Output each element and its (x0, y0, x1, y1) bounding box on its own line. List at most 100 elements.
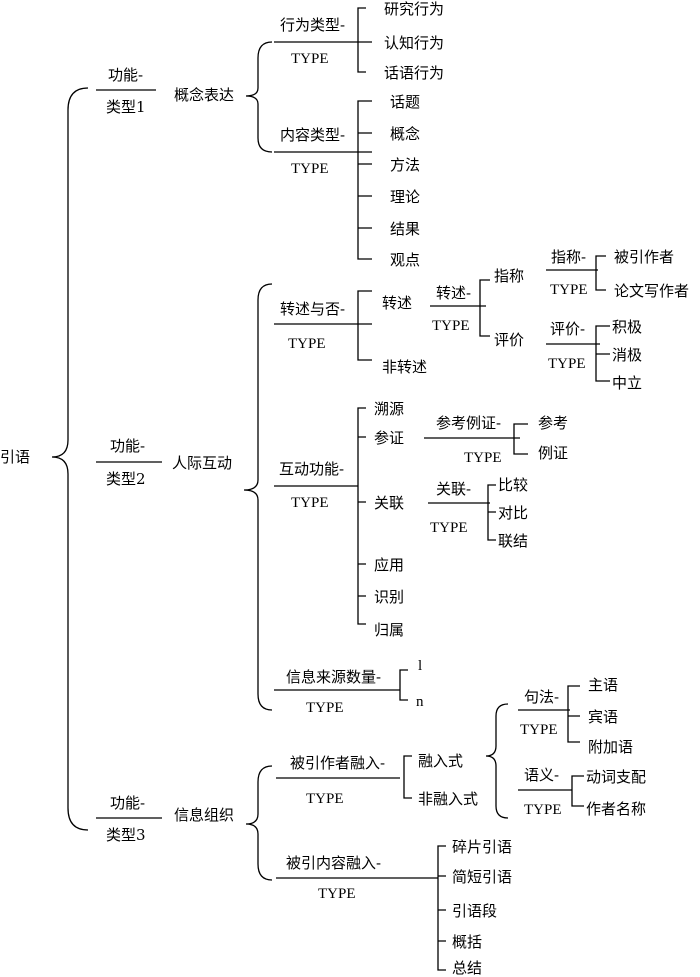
c1-content-item-5: 结果 (390, 220, 420, 238)
c2-refer-type: TYPE (550, 282, 588, 298)
c2-refex-bracket (513, 423, 528, 455)
c2-interact-item-3: 关联 (374, 494, 404, 512)
c2-report-sub-upper: 转述- (436, 284, 471, 302)
c2-report-yes: 转述 (382, 294, 412, 312)
c2-refex-item-1: 参考 (538, 414, 568, 432)
c3-author-item-1: 融入式 (418, 752, 463, 770)
c1-behavior-type: TYPE (291, 51, 329, 67)
c3-author-bracket (403, 755, 412, 799)
c3-semantic-item-2: 作者名称 (586, 800, 646, 818)
c1-content-item-1: 话题 (390, 93, 420, 111)
c3-content-item-2: 简短引语 (452, 868, 512, 886)
c2-refex-type: TYPE (464, 450, 502, 466)
c2-lower: 类型2 (106, 470, 146, 488)
c2-relate-item-1: 比较 (498, 476, 528, 494)
c1-brace (245, 41, 273, 153)
c2-report-sub-evaluate: 评价 (494, 331, 524, 349)
c2-eval-bracket (595, 325, 610, 382)
c1-content-item-3: 方法 (390, 156, 420, 174)
c2-eval-type: TYPE (548, 356, 586, 372)
c2-report-sub-type: TYPE (432, 318, 470, 334)
c2-refer-bracket (595, 255, 606, 291)
c2-relate-bracket (487, 484, 496, 541)
c3-content-type: TYPE (318, 886, 356, 902)
c2-report-upper: 转述与否- (280, 300, 345, 318)
c2-refer-item-1: 被引作者 (614, 248, 674, 266)
c1-content-bracket (357, 100, 372, 260)
c3-content-item-3: 引语段 (452, 902, 497, 920)
c2-relate-item-2: 对比 (498, 504, 528, 522)
c2-report-bracket (357, 290, 372, 361)
c2-interact-item-1: 溯源 (374, 400, 404, 418)
c2-eval-upper: 评价- (550, 320, 585, 338)
c2-relate-type: TYPE (430, 520, 468, 536)
c1-content-item-2: 概念 (390, 125, 420, 143)
root-brace (51, 87, 89, 831)
c2-report-type: TYPE (288, 336, 326, 352)
c1-content-item-6: 观点 (390, 251, 420, 269)
c3-content-bracket (437, 845, 446, 971)
c1-content-item-4: 理论 (390, 188, 420, 206)
c3-upper: 功能- (110, 794, 145, 812)
c2-brace (243, 283, 273, 711)
c2-refex-upper: 参考例证- (436, 414, 501, 432)
c2-interact-type: TYPE (291, 495, 329, 511)
root-label: 引语 (0, 448, 30, 466)
c3-semantic-item-1: 动词支配 (586, 768, 646, 786)
c3-syntax-type: TYPE (520, 722, 558, 738)
c2-relate-upper: 关联- (436, 480, 471, 498)
c2-upper: 功能- (110, 437, 145, 455)
c1-upper: 功能- (108, 66, 143, 84)
c2-eval-item-3: 中立 (612, 374, 642, 392)
c3-syntax-upper: 句法- (524, 688, 559, 706)
c1-content-type: TYPE (291, 161, 329, 177)
c2-refex-item-2: 例证 (538, 444, 568, 462)
c1-name: 概念表达 (174, 86, 234, 104)
c3-content-item-1: 碎片引语 (452, 838, 512, 856)
c2-relate-item-3: 联结 (498, 532, 528, 550)
c2-eval-item-1: 积极 (612, 318, 642, 336)
c3-syntax-item-2: 宾语 (588, 708, 618, 726)
c2-source-bracket (399, 669, 408, 701)
c2-interact-item-5: 识别 (374, 588, 404, 606)
c1-behavior-item-3: 话语行为 (384, 64, 444, 82)
c3-syntax-bracket (567, 685, 580, 743)
c3-author-brace (485, 703, 509, 819)
c1-behavior-item-2: 认知行为 (384, 34, 444, 52)
c3-syntax-item-1: 主语 (588, 676, 618, 694)
c2-name: 人际互动 (172, 454, 232, 472)
c2-interact-item-2: 参证 (374, 429, 404, 447)
c2-source-type: TYPE (306, 700, 344, 716)
c1-behavior-upper: 行为类型- (280, 16, 345, 34)
c2-interact-item-6: 归属 (374, 621, 404, 639)
c2-source-item-1: l (418, 658, 422, 674)
c2-report-sub-refer: 指称 (494, 267, 524, 285)
c1-behavior-item-1: 研究行为 (384, 0, 444, 18)
c3-lower: 类型3 (106, 826, 146, 844)
c2-eval-item-2: 消极 (612, 346, 642, 364)
c2-source-item-2: n (416, 694, 424, 710)
c2-report-no: 非转述 (382, 358, 427, 376)
c1-lower: 类型1 (106, 98, 146, 116)
c1-content-upper: 内容类型- (280, 126, 345, 144)
c3-name: 信息组织 (174, 806, 234, 824)
c3-semantic-type: TYPE (524, 802, 562, 818)
c2-refer-upper: 指称- (551, 248, 586, 266)
c3-content-item-5: 总结 (452, 959, 482, 977)
c2-source-upper: 信息来源数量- (286, 668, 381, 686)
c3-author-item-2: 非融入式 (418, 790, 478, 808)
c3-brace (245, 765, 273, 881)
c3-syntax-item-3: 附加语 (588, 738, 633, 756)
c3-semantic-bracket (571, 775, 584, 807)
c3-content-upper: 被引内容融入- (286, 854, 381, 872)
c3-author-upper: 被引作者融入- (290, 754, 385, 772)
c2-refer-item-2: 论文写作者 (614, 282, 689, 300)
c2-interact-item-4: 应用 (374, 556, 404, 574)
c2-interact-bracket (357, 407, 366, 625)
c2-interact-upper: 互动功能- (279, 460, 344, 478)
c2-report-sub-bracket (479, 279, 490, 337)
c3-content-item-4: 概括 (452, 933, 482, 951)
c3-semantic-upper: 语义- (524, 766, 559, 784)
